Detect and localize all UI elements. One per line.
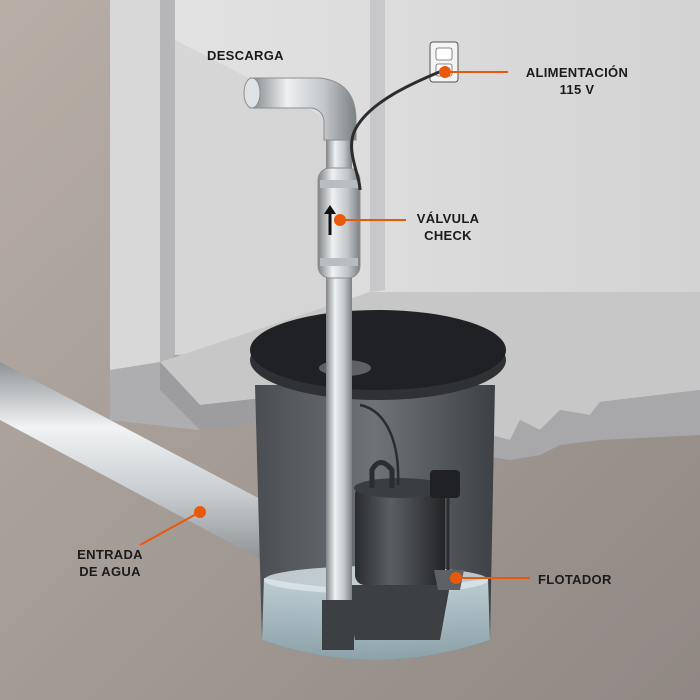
label-check-valve: VÁLVULA CHECK <box>416 211 480 243</box>
pump-base <box>345 585 450 640</box>
basin-lid <box>250 310 506 390</box>
pump-motor-top <box>354 478 446 498</box>
check-valve-band-bottom <box>320 258 358 266</box>
pump-motor <box>355 485 445 585</box>
wall-shadow <box>175 40 330 355</box>
outlet-socket <box>435 47 453 61</box>
pump-handle <box>369 460 395 488</box>
callout-valve-marker <box>334 214 406 226</box>
float-switch-body <box>430 470 460 498</box>
pump-cord <box>359 403 400 486</box>
inlet-pipe <box>0 362 300 580</box>
callout-inlet-marker <box>139 506 206 546</box>
discharge-elbow <box>249 77 357 141</box>
label-power: ALIMENTACIÓN 115 V <box>525 65 629 97</box>
callout-float-marker <box>450 572 530 584</box>
floor-slab-edge-right <box>470 390 700 460</box>
wall-edge <box>370 0 385 292</box>
label-float: FLOTADOR <box>538 572 612 587</box>
label-water-inlet: ENTRADA DE AGUA <box>77 547 143 579</box>
check-valve-band-top <box>320 180 358 188</box>
foundation-column-side <box>160 0 175 370</box>
discharge-pipe-bottom <box>322 600 354 650</box>
footing <box>110 362 200 430</box>
callout-power-marker <box>439 66 508 78</box>
arrow-up-icon <box>324 205 336 235</box>
label-discharge: DESCARGA <box>207 48 284 63</box>
foundation-column <box>110 0 160 370</box>
power-cord <box>350 68 445 191</box>
discharge-opening <box>243 77 261 109</box>
